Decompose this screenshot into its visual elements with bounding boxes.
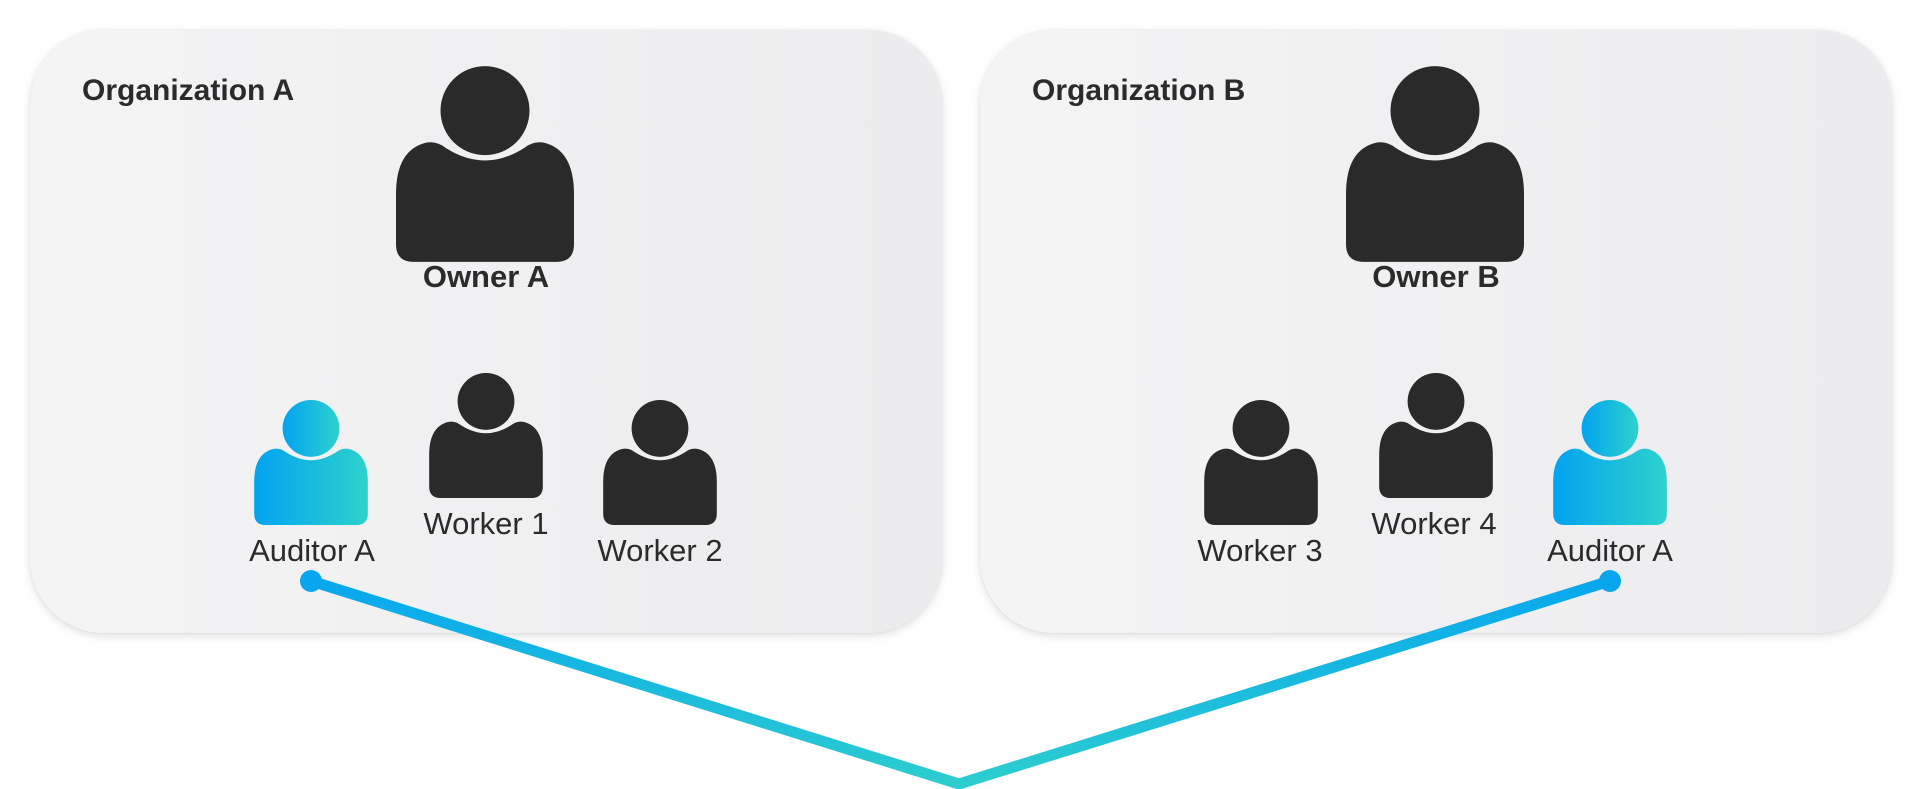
owner-a-icon <box>396 66 574 262</box>
owner-a-label: Owner A <box>422 259 550 294</box>
worker-3-icon <box>1204 400 1318 525</box>
worker-4-icon <box>1379 373 1493 498</box>
owner-b-icon <box>1346 66 1524 262</box>
connector-endpoint-right <box>1599 570 1621 592</box>
owner-b-label: Owner B <box>1372 259 1500 294</box>
worker-2-icon <box>603 400 717 525</box>
organization-b-panel: Organization B Owner B Worker 3 Worker 4… <box>980 30 1892 633</box>
organization-a-title: Organization A <box>82 74 295 107</box>
worker-3-label: Worker 3 <box>1197 533 1323 568</box>
worker-2-label: Worker 2 <box>597 533 723 568</box>
auditor-a-shared-icon <box>1553 400 1667 525</box>
worker-4-label: Worker 4 <box>1371 506 1497 541</box>
organization-a-panel: Organization A Owner A Auditor A Worker … <box>30 30 942 633</box>
auditor-a-shared-label: Auditor A <box>1547 533 1673 568</box>
auditor-a-icon <box>254 400 368 525</box>
auditor-connector-line <box>309 575 1612 789</box>
auditor-a-label: Auditor A <box>249 533 375 568</box>
worker-1-icon <box>429 373 543 498</box>
organization-b-title: Organization B <box>1032 74 1246 107</box>
worker-1-label: Worker 1 <box>423 506 549 541</box>
connector-endpoint-left <box>300 570 322 592</box>
